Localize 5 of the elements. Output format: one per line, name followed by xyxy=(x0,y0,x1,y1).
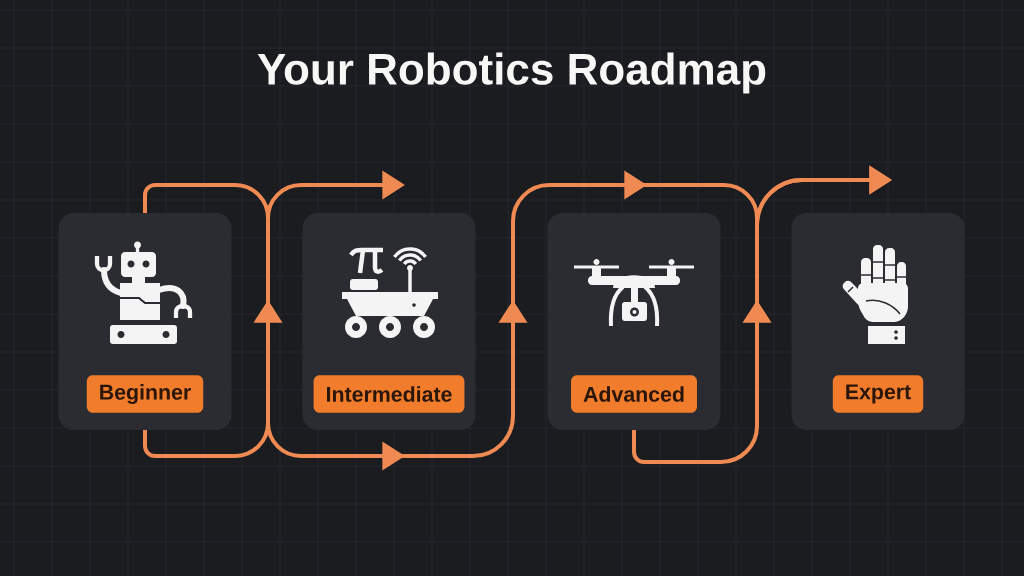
title: Your Robotics Roadmap xyxy=(257,52,766,94)
level-badge: Advanced xyxy=(571,375,697,413)
level-badge: Expert xyxy=(832,375,924,413)
level-badge: Beginner xyxy=(86,375,204,413)
level-badge: Intermediate xyxy=(313,375,465,413)
